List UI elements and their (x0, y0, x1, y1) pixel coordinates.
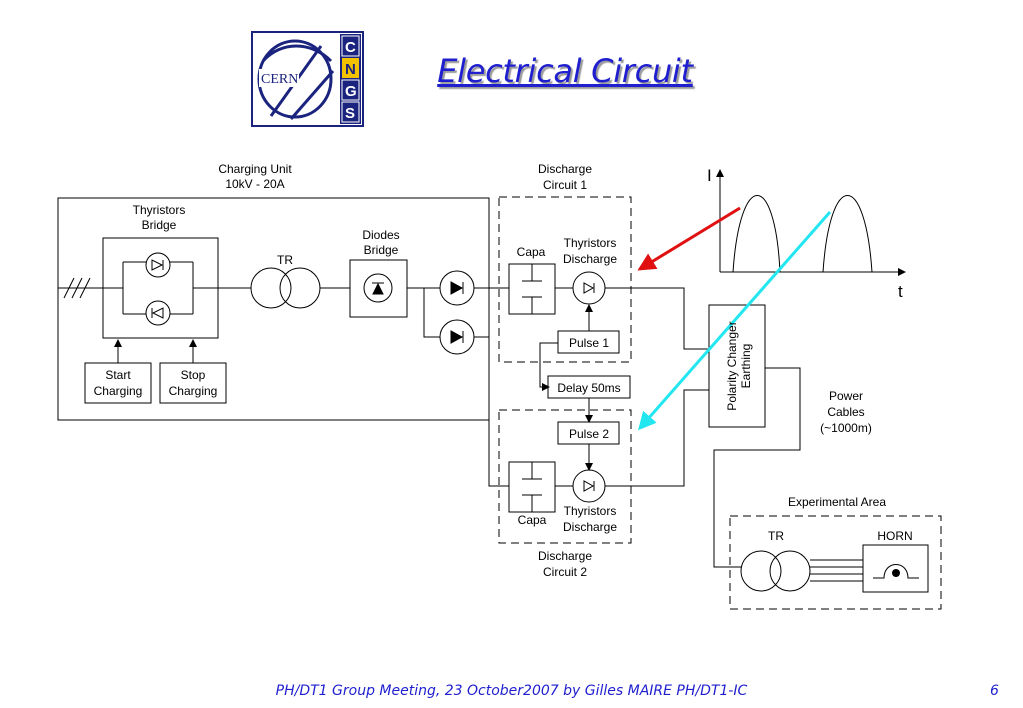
diodes-bridge-label2: Bridge (364, 243, 399, 257)
cern-cngs-logo: CERN C N G S (251, 31, 364, 127)
polarity-changer-box (708, 304, 766, 428)
discharge1-label2: Circuit 1 (543, 178, 587, 192)
red-arrow (637, 206, 741, 271)
logo-letter-s: S (345, 105, 355, 122)
diode-bridge-glyph (372, 282, 384, 295)
diode-glyphs (450, 281, 464, 344)
thyr-dis1-label1: Thyristors (564, 236, 617, 250)
page-number: 6 (990, 683, 999, 699)
discharge-circuit-1-box (498, 196, 632, 363)
logo-letter-g: G (345, 83, 357, 100)
capa1-label: Capa (517, 245, 546, 259)
stop-charging-label1: Stop (181, 368, 206, 382)
tr-main-label: TR (277, 253, 293, 267)
power-cables-label3: (~1000m) (820, 421, 872, 435)
polarity-label2: Earthing (739, 344, 753, 389)
thyr-dis2-label1: Thyristors (564, 504, 617, 518)
charging-unit-spec: 10kV - 20A (225, 177, 284, 191)
thyristors-bridge-label2: Bridge (142, 218, 177, 232)
start-charging-label1: Start (105, 368, 131, 382)
discharge-thyristor-glyphs (583, 282, 595, 492)
pulse2-label: Pulse 2 (569, 427, 609, 441)
discharge1-label1: Discharge (538, 162, 592, 176)
pulse1-label: Pulse 1 (569, 336, 609, 350)
axis-t-label: t (898, 282, 903, 301)
discharge2-label1: Discharge (538, 549, 592, 563)
thyr-dis1-label2: Discharge (563, 252, 617, 266)
page-title: Electrical Circuit (437, 52, 693, 90)
axis-i-label: I (707, 166, 712, 185)
discharge-circuit-2-box (498, 409, 632, 544)
polarity-label1: Polarity Changer (725, 321, 739, 410)
power-cables-label2: Cables (827, 405, 864, 419)
delay-label: Delay 50ms (557, 381, 620, 395)
charging-unit-box (57, 197, 490, 421)
experimental-area-label: Experimental Area (788, 495, 886, 509)
charging-unit-label: Charging Unit (218, 162, 292, 176)
thyr-dis2-label2: Discharge (563, 520, 617, 534)
diodes-bridge-label1: Diodes (362, 228, 399, 242)
footer-text: PH/DT1 Group Meeting, 23 October2007 by … (275, 683, 748, 699)
horn-label: HORN (877, 529, 912, 543)
capa2-label: Capa (518, 513, 547, 527)
horn-box (862, 544, 929, 593)
power-cables-label1: Power (829, 389, 863, 403)
tr-exp-label: TR (768, 529, 784, 543)
discharge2-label2: Circuit 2 (543, 565, 587, 579)
start-charging-label2: Charging (94, 384, 143, 398)
logo-letter-c: C (345, 39, 356, 56)
thyristors-bridge-label1: Thyristors (133, 203, 186, 217)
stop-charging-label2: Charging (169, 384, 218, 398)
experimental-area-box (729, 515, 942, 610)
logo-letter-n: N (345, 61, 356, 78)
thyristor-bridge-devices (145, 252, 171, 326)
cyan-arrow (638, 211, 832, 431)
logo-cern-text: CERN (261, 72, 298, 87)
